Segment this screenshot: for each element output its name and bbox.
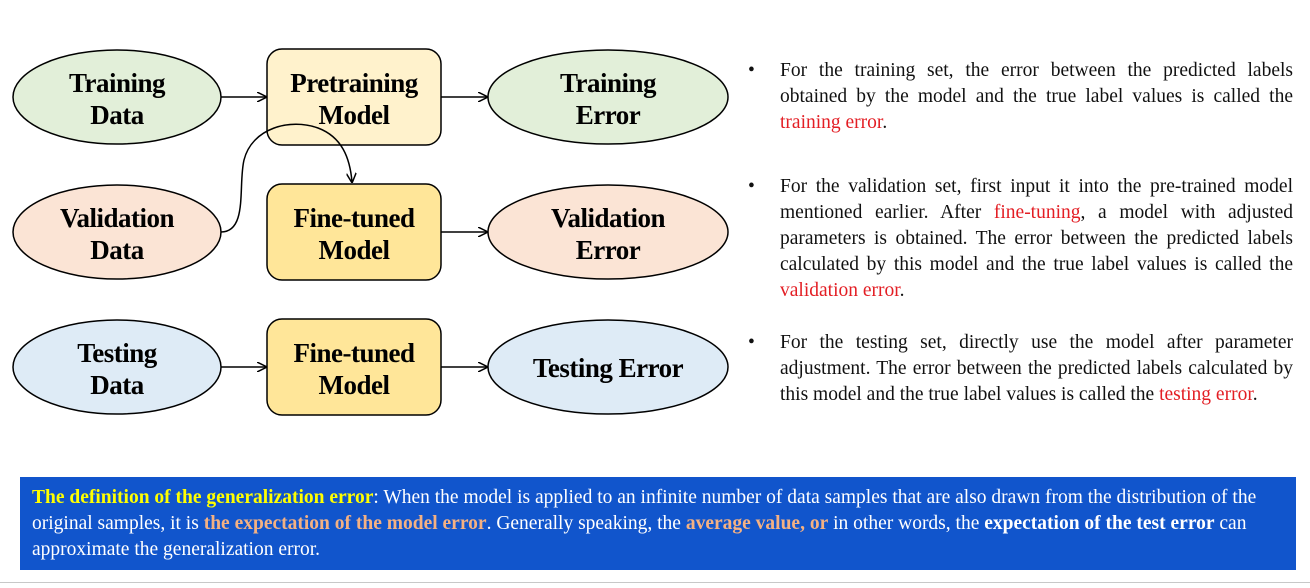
pretraining-model-line2: Model: [319, 100, 391, 130]
bullet-validation: • For the validation set, first input it…: [748, 174, 1293, 304]
bullet-testing-text: For the testing set, directly use the mo…: [780, 332, 1293, 405]
bullet-training: • For the training set, the error betwee…: [748, 58, 1293, 136]
pretraining-model-line1: Pretraining: [290, 68, 418, 98]
training-error-node: Training Error: [487, 49, 729, 145]
finetuned-model-2-line1: Fine-tuned: [293, 338, 414, 368]
workflow-diagram: Training Data Pretraining Model Training…: [12, 48, 729, 416]
fine-tuning-term: fine-tuning: [993, 202, 1081, 223]
bullet-dot: •: [748, 332, 755, 353]
definition-box: The definition of the generalization err…: [20, 477, 1296, 570]
testing-data-line2: Data: [90, 370, 144, 400]
finetuned-model-2-line2: Model: [319, 370, 391, 400]
emphasis-average-value: average value, or: [685, 513, 829, 534]
training-error-line2: Error: [576, 100, 641, 130]
arrow-validation-data-to-finetuned: [220, 123, 352, 233]
bullet-testing: • For the testing set, directly use the …: [748, 330, 1293, 408]
bullet-dot: •: [748, 60, 755, 81]
validation-error-term: validation error: [780, 280, 900, 301]
bullet-validation-text: For the validation set, first input it i…: [780, 176, 1293, 301]
testing-data-node: Testing Data: [12, 319, 222, 415]
testing-error-label: Testing Error: [533, 353, 684, 383]
bottom-divider: [0, 582, 1310, 583]
testing-error-node: Testing Error: [487, 319, 729, 415]
testing-error-term: testing error: [1159, 384, 1253, 405]
validation-error-line1: Validation: [551, 203, 666, 233]
validation-data-line2: Data: [90, 235, 144, 265]
validation-data-node: Validation Data: [12, 184, 222, 280]
finetuned-model-node-1: Fine-tuned Model: [266, 183, 442, 281]
definition-title: The definition of the generalization err…: [32, 487, 374, 508]
validation-error-node: Validation Error: [487, 184, 729, 280]
pretraining-model-node: Pretraining Model: [266, 48, 442, 146]
bullet-dot: •: [748, 176, 755, 197]
emphasis-model-error: the expectation of the model error: [203, 513, 487, 534]
training-data-line1: Training: [69, 68, 166, 98]
emphasis-test-error: expectation of the test error: [984, 513, 1215, 534]
finetuned-model-1-line1: Fine-tuned: [293, 203, 414, 233]
training-error-line1: Training: [560, 68, 657, 98]
bullet-training-text: For the training set, the error between …: [780, 60, 1293, 133]
validation-data-line1: Validation: [60, 203, 175, 233]
training-error-term: training error: [780, 112, 883, 133]
validation-error-line2: Error: [576, 235, 641, 265]
training-data-line2: Data: [90, 100, 144, 130]
testing-data-line1: Testing: [77, 338, 158, 368]
training-data-node: Training Data: [12, 49, 222, 145]
finetuned-model-node-2: Fine-tuned Model: [266, 318, 442, 416]
finetuned-model-1-line2: Model: [319, 235, 391, 265]
